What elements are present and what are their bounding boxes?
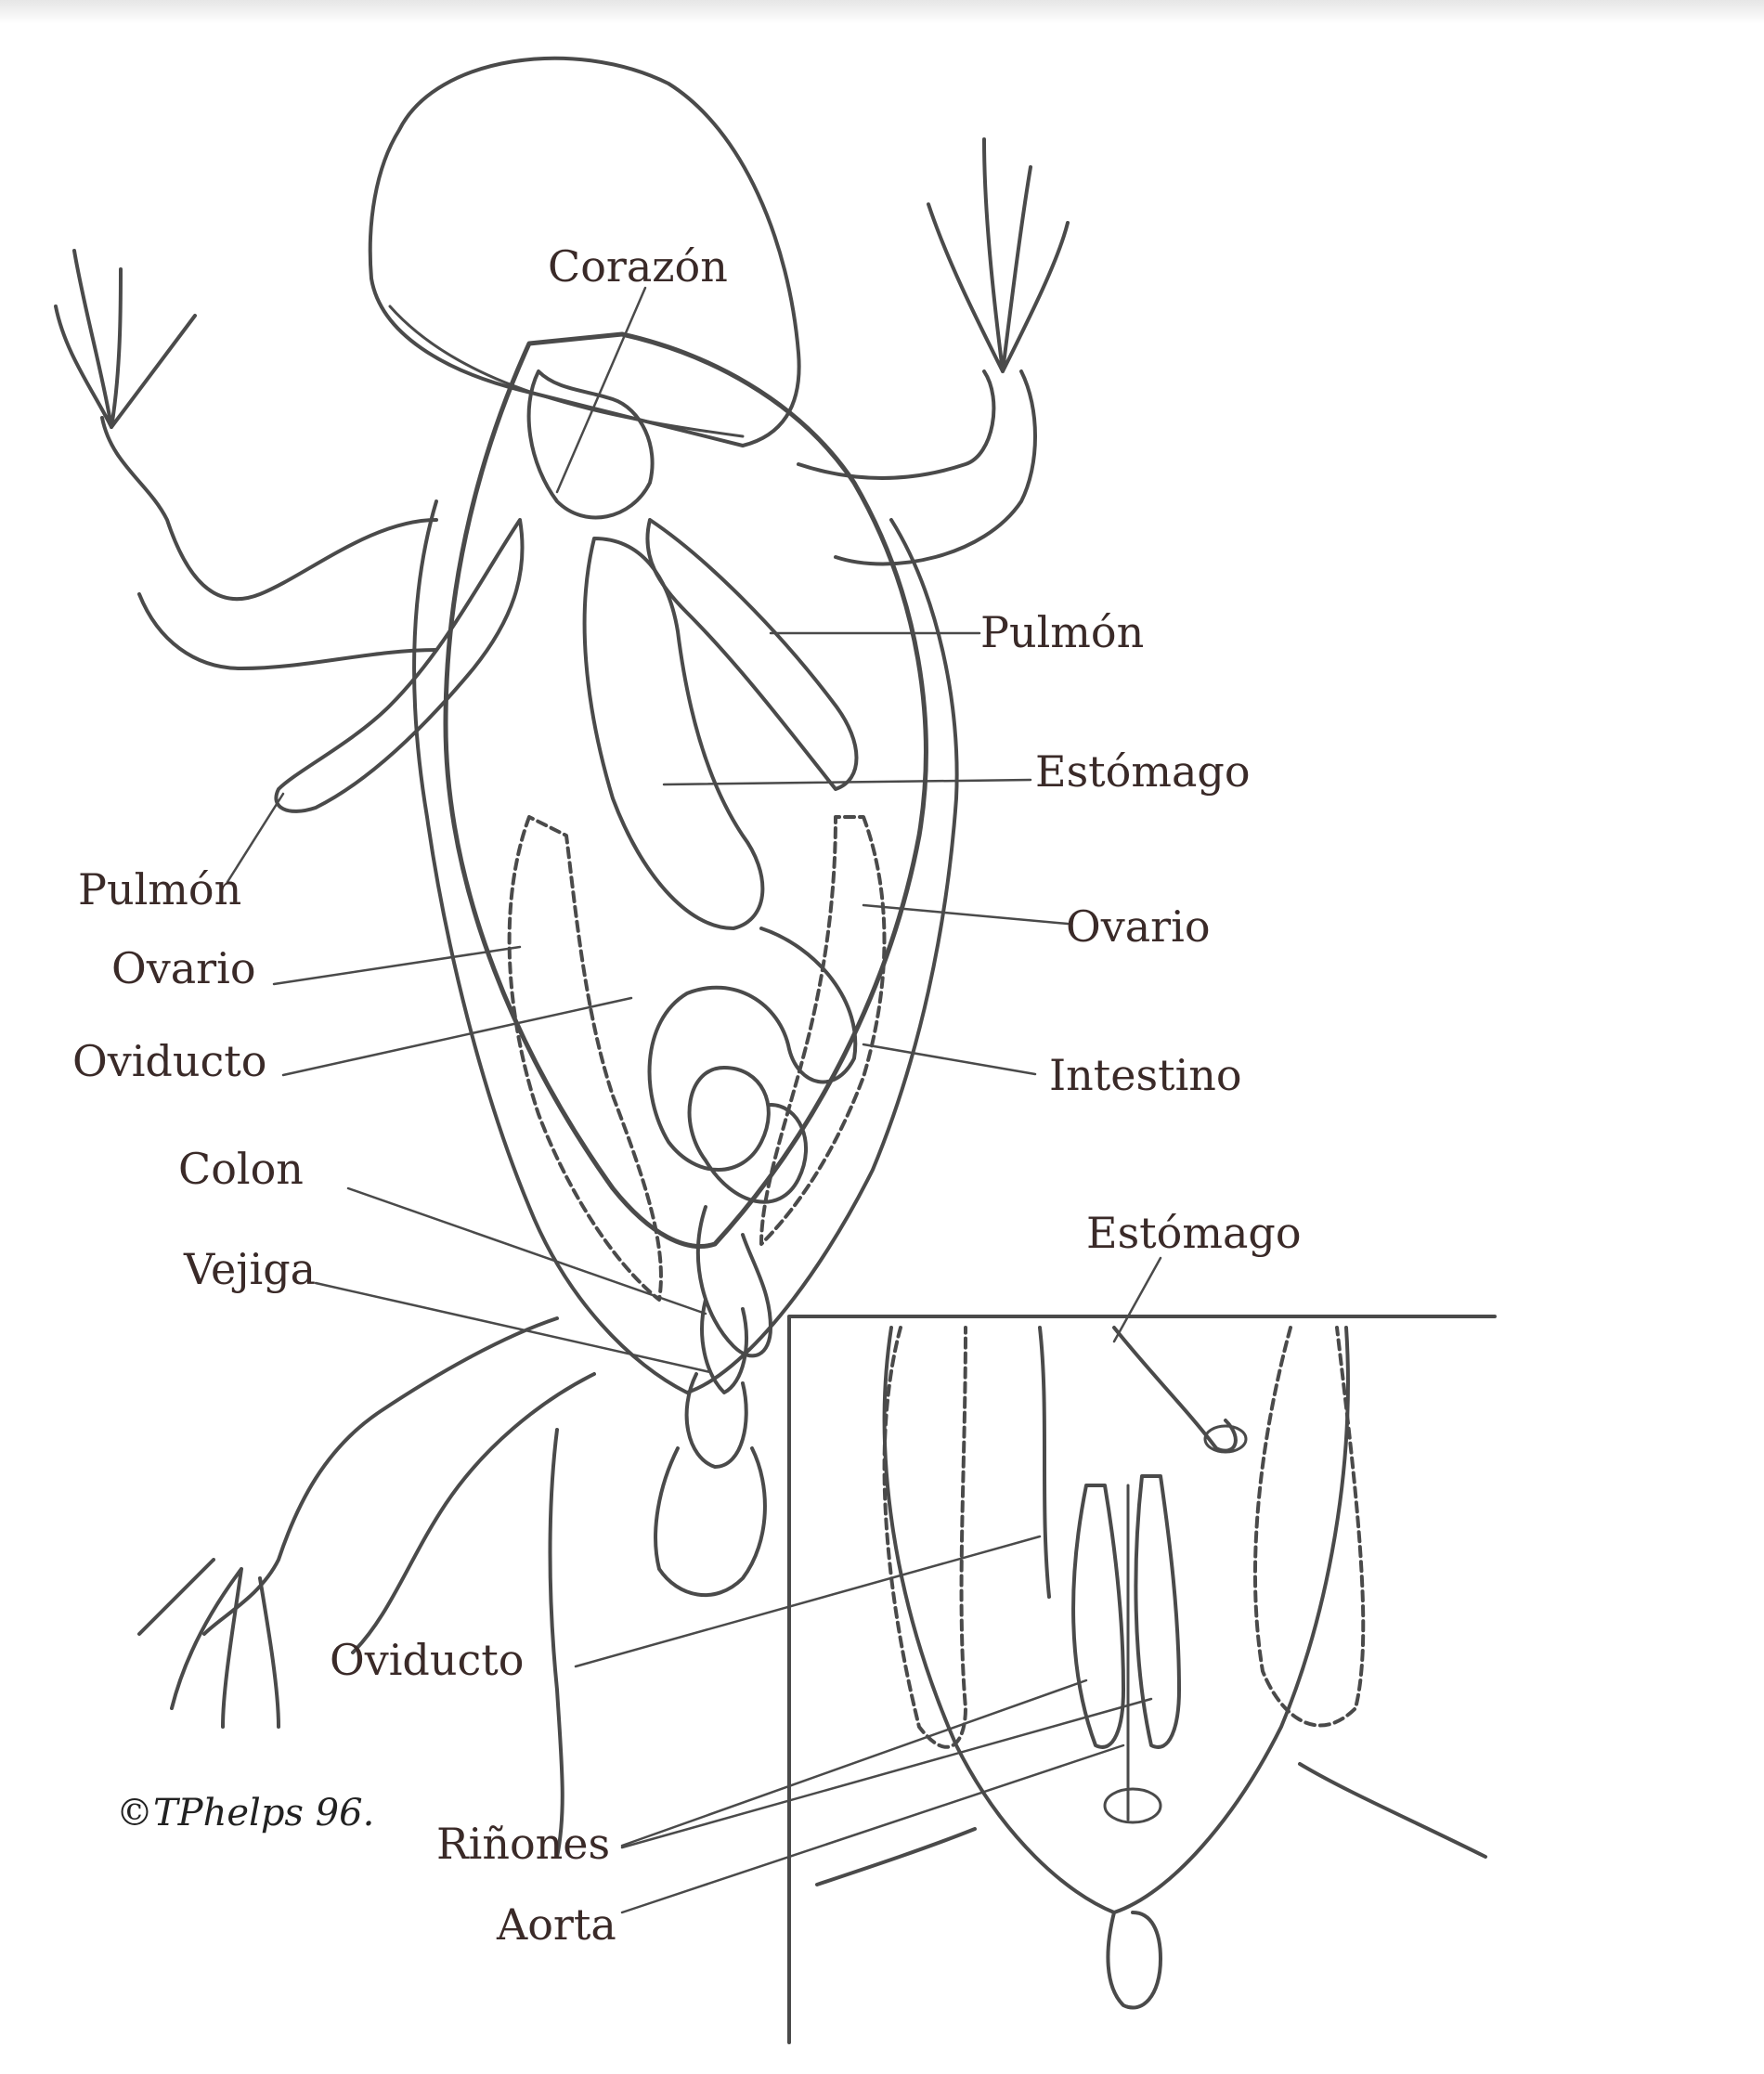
left-leg	[202, 1316, 559, 1636]
inset-tail	[1106, 1911, 1162, 2010]
artist-signature: ©TPhelps 96.	[116, 1792, 375, 1834]
right-arm	[797, 369, 996, 480]
label-vejiga: Vejiga	[184, 1244, 317, 1294]
stomach-shape	[582, 537, 765, 930]
left-arm-lower	[137, 592, 438, 670]
label-pulmon-left: Pulmón	[78, 864, 242, 914]
inset-cloaca-ring	[1103, 1787, 1162, 1824]
inset-cavity	[882, 1326, 1350, 1914]
left-arm	[100, 416, 438, 602]
inset-oviduct	[1038, 1326, 1051, 1599]
leader-corazon	[555, 286, 647, 494]
colon-shape	[700, 1298, 748, 1394]
leader-ovario-right	[862, 903, 1070, 926]
left-foot	[137, 1558, 280, 1729]
cavity-outline	[443, 331, 928, 1249]
inset-leg-left	[815, 1827, 977, 1886]
leg-bottom	[548, 1428, 564, 1859]
label-colon: Colon	[178, 1144, 304, 1194]
inset-stomach-end	[1203, 1424, 1248, 1454]
label-ovario-left: Ovario	[111, 943, 256, 993]
label-corazon: Corazón	[548, 241, 728, 292]
label-intestino: Intestino	[1049, 1050, 1242, 1100]
body-outline	[412, 499, 959, 1394]
inset-left-kidney	[1071, 1484, 1125, 1749]
left-leg-inner	[351, 1372, 596, 1654]
left-hand	[54, 249, 197, 429]
inset-stomach-tube	[1112, 1326, 1238, 1453]
leader-rinones-1	[620, 1679, 1088, 1847]
jaw-line	[388, 305, 745, 438]
inset-right-kidney	[1134, 1474, 1181, 1749]
label-estomago-inset: Estómago	[1086, 1208, 1302, 1258]
label-estomago-main: Estómago	[1035, 746, 1251, 797]
leader-oviducto-inset	[574, 1535, 1042, 1668]
tail-cloaca	[654, 1446, 767, 1597]
right-hand	[927, 137, 1070, 373]
head-outline	[368, 56, 801, 447]
label-rinones: Riñones	[436, 1819, 611, 1869]
intestine-coils	[647, 927, 858, 1204]
right-lung	[645, 518, 859, 791]
inset-right-ovary	[1252, 1326, 1366, 1728]
right-arm-lower	[834, 369, 1037, 566]
top-shadow-bar	[0, 0, 1764, 24]
heart-shape	[526, 369, 655, 520]
inset-left-ovary	[882, 1326, 967, 1749]
leader-aorta	[620, 1743, 1125, 1914]
leader-vejiga	[314, 1281, 712, 1374]
label-pulmon-right: Pulmón	[980, 607, 1145, 657]
leader-estomago-main	[662, 778, 1032, 786]
leader-ovario-left	[272, 945, 522, 986]
left-lung	[274, 518, 525, 813]
leader-colon	[346, 1186, 707, 1316]
leader-rinones-2	[620, 1697, 1153, 1849]
label-oviducto-left: Oviducto	[72, 1036, 267, 1086]
right-ovary	[759, 815, 887, 1246]
leader-pulmon-left	[226, 792, 285, 884]
label-ovario-right: Ovario	[1066, 901, 1211, 952]
inset-frame	[787, 1315, 1497, 2044]
leader-intestino	[862, 1043, 1037, 1076]
leader-lines	[226, 286, 1162, 1914]
leader-estomago-inset	[1112, 1256, 1162, 1343]
inset-leg-right	[1298, 1762, 1487, 1859]
leader-oviducto-left	[281, 996, 633, 1077]
left-ovary	[507, 815, 663, 1302]
intestine-coils-2	[696, 1205, 772, 1358]
label-oviducto-inset: Oviducto	[330, 1635, 525, 1685]
label-aorta: Aorta	[497, 1899, 616, 1950]
bladder-shape	[684, 1372, 748, 1469]
